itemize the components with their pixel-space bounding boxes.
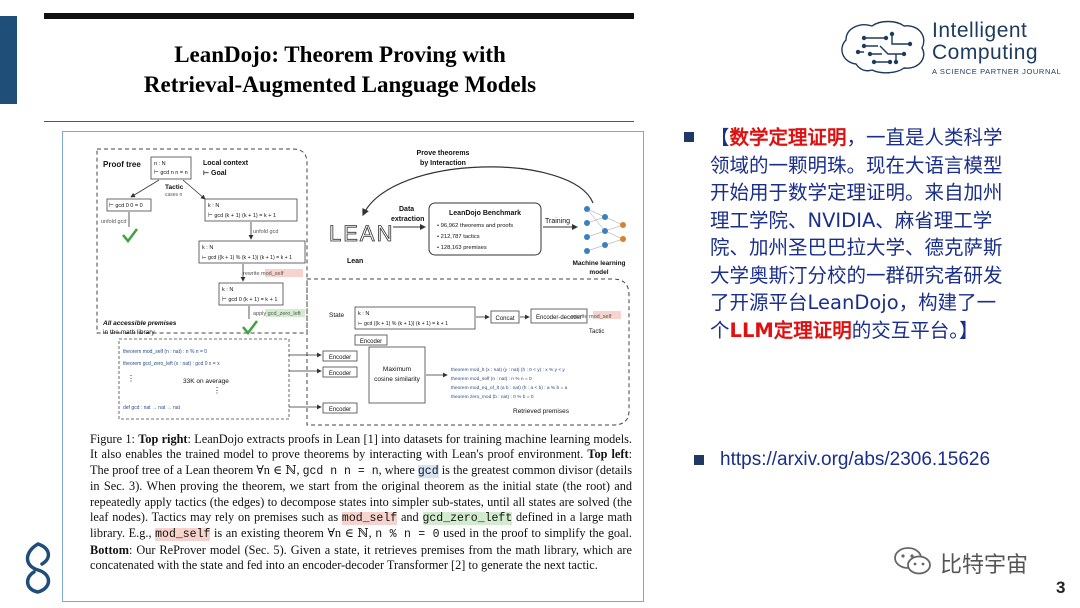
title-line-1: LeanDojo: Theorem Proving with — [174, 42, 506, 67]
svg-text:Prove theorems: Prove theorems — [417, 150, 470, 157]
svg-text:unfold gcd: unfold gcd — [253, 229, 278, 235]
bullet-square-icon — [694, 455, 704, 465]
svg-text:extraction: extraction — [391, 216, 424, 223]
svg-text:⊢ gcd 0 0 = 0: ⊢ gcd 0 0 = 0 — [109, 202, 143, 209]
svg-text:theorem mod_lt (x : nat) (y :: theorem mod_lt (x : nat) (y : nat) (h : … — [451, 367, 565, 373]
svg-text:Encoder: Encoder — [360, 339, 382, 345]
svg-text:Encoder: Encoder — [329, 407, 351, 413]
svg-text:⊢ gcd n n = n: ⊢ gcd n n = n — [154, 169, 188, 176]
journal-name: Intelligent Computing — [932, 19, 1039, 64]
svg-text:unfold gcd: unfold gcd — [101, 219, 126, 225]
svg-text:rewrite mod_self: rewrite mod_self — [571, 314, 612, 320]
svg-text:k : N: k : N — [222, 287, 233, 293]
svg-text:⊢ gcd ((k + 1) % (k + 1)) (k +: ⊢ gcd ((k + 1) % (k + 1)) (k + 1) = k + … — [358, 320, 448, 327]
summary-text: 【数学定理证明，一直是人类科学领域的一颗明珠。现在大语言模型开始用于数学定理证明… — [710, 126, 1003, 342]
svg-text:theorem zero_mod (b : nat) : 0: theorem zero_mod (b : nat) : 0 % b = 0 — [451, 394, 534, 400]
svg-text:in the math library: in the math library — [103, 329, 155, 336]
svg-text:• 128,163 premises: • 128,163 premises — [437, 245, 487, 251]
svg-text:theorem gcd_zero_left (x : nat: theorem gcd_zero_left (x : nat) : gcd 0 … — [123, 361, 220, 367]
check-icon — [242, 320, 258, 336]
local-context-label: Local context — [203, 160, 249, 167]
svg-text:⊢ gcd ((k + 1) % (k + 1)) (k +: ⊢ gcd ((k + 1) % (k + 1)) (k + 1) = k + … — [202, 254, 292, 261]
svg-text:Concat: Concat — [495, 316, 514, 322]
svg-text:Data: Data — [399, 206, 414, 213]
svg-text:⋮: ⋮ — [127, 374, 135, 383]
svg-text:theorem mod_self (n : nat) : n: theorem mod_self (n : nat) : n % n = 0 — [451, 376, 532, 382]
left-accent-bar — [0, 16, 17, 104]
proof-tree-label: Proof tree — [103, 160, 141, 169]
svg-text:Maximum: Maximum — [383, 366, 411, 373]
leandojo-diagram: Proof tree n : N ⊢ gcd n n = n Local con… — [96, 148, 630, 426]
arxiv-link-bullet: https://arxiv.org/abs/2306.15626 — [694, 449, 1064, 473]
paper-figure: Proof tree n : N ⊢ gcd n n = n Local con… — [62, 131, 644, 602]
svg-text:def gcd : nat → nat → nat: def gcd : nat → nat → nat — [123, 405, 181, 411]
svg-text:Encoder: Encoder — [329, 355, 351, 361]
svg-text:model: model — [589, 269, 608, 276]
lean-logo: LEAN — [329, 221, 394, 246]
title-bottom-rule — [44, 121, 634, 122]
svg-text:33K on average: 33K on average — [183, 378, 229, 385]
brain-circuit-icon — [841, 20, 925, 74]
svg-text:cosine similarity: cosine similarity — [374, 376, 421, 383]
check-icon — [122, 228, 138, 244]
svg-text:apply gcd_zero_left: apply gcd_zero_left — [253, 311, 301, 317]
svg-text:theorem mod_eq_of_lt (a b : na: theorem mod_eq_of_lt (a b : nat) (h : a … — [451, 385, 568, 391]
premises-box — [118, 338, 290, 420]
svg-text:k : N: k : N — [202, 245, 213, 251]
proof-tree-region — [96, 148, 308, 334]
svg-text:Tactic: Tactic — [165, 184, 184, 191]
svg-text:Training: Training — [545, 218, 570, 225]
svg-text:⊢ Goal: ⊢ Goal — [203, 169, 227, 177]
svg-text:cases n: cases n — [165, 192, 182, 198]
svg-text:⊢ gcd (k + 1) (k + 1) = k + 1: ⊢ gcd (k + 1) (k + 1) = k + 1 — [208, 212, 276, 219]
svg-text:by Interaction: by Interaction — [420, 160, 466, 167]
svg-text:⊢ gcd 0 (k + 1) = k + 1: ⊢ gcd 0 (k + 1) = k + 1 — [222, 296, 277, 303]
svg-text:Encoder: Encoder — [329, 371, 351, 377]
journal-tagline: A SCIENCE PARTNER JOURNAL — [932, 67, 1062, 76]
svg-text:All accessible premises: All accessible premises — [102, 320, 177, 327]
svg-text:k : N: k : N — [358, 311, 369, 317]
svg-text:• 96,962 theorems and proofs: • 96,962 theorems and proofs — [437, 223, 513, 229]
svg-text:State: State — [329, 312, 345, 319]
svg-text:Encoder-decoder: Encoder-decoder — [536, 315, 582, 321]
svg-text:Machine learning: Machine learning — [572, 260, 625, 267]
svg-text:n : N: n : N — [154, 161, 166, 167]
bullet-square-icon — [684, 132, 694, 142]
arxiv-link[interactable]: https://arxiv.org/abs/2306.15626 — [720, 449, 991, 470]
svg-text:k : N: k : N — [208, 203, 219, 209]
title-top-rule — [44, 13, 634, 19]
svg-text:Retrieved premises: Retrieved premises — [513, 408, 570, 415]
svg-text:LeanDojo Benchmark: LeanDojo Benchmark — [449, 210, 521, 217]
page-number: 3 — [1056, 578, 1066, 597]
leandojo-benchmark-box — [428, 202, 542, 256]
wechat-icon — [894, 547, 931, 575]
journal-logo: Intelligent Computing A SCIENCE PARTNER … — [834, 16, 1066, 80]
svg-text:⋮: ⋮ — [213, 386, 221, 395]
neural-network-icon — [586, 208, 624, 252]
svg-text:• 212,787 tactics: • 212,787 tactics — [437, 234, 480, 240]
knot-logo-icon — [25, 542, 51, 594]
figure-caption: Figure 1: Top right: LeanDojo extracts p… — [90, 432, 633, 573]
svg-text:rewrite mod_self: rewrite mod_self — [243, 271, 284, 277]
svg-text:theorem mod_self (n : nat) : n: theorem mod_self (n : nat) : n % n = 0 — [123, 349, 207, 355]
svg-text:Tactic: Tactic — [589, 329, 604, 335]
svg-text:Lean: Lean — [347, 258, 363, 265]
slide-title: LeanDojo: Theorem Proving with Retrieval… — [60, 40, 620, 100]
title-line-2: Retrieval-Augmented Language Models — [143, 72, 537, 97]
